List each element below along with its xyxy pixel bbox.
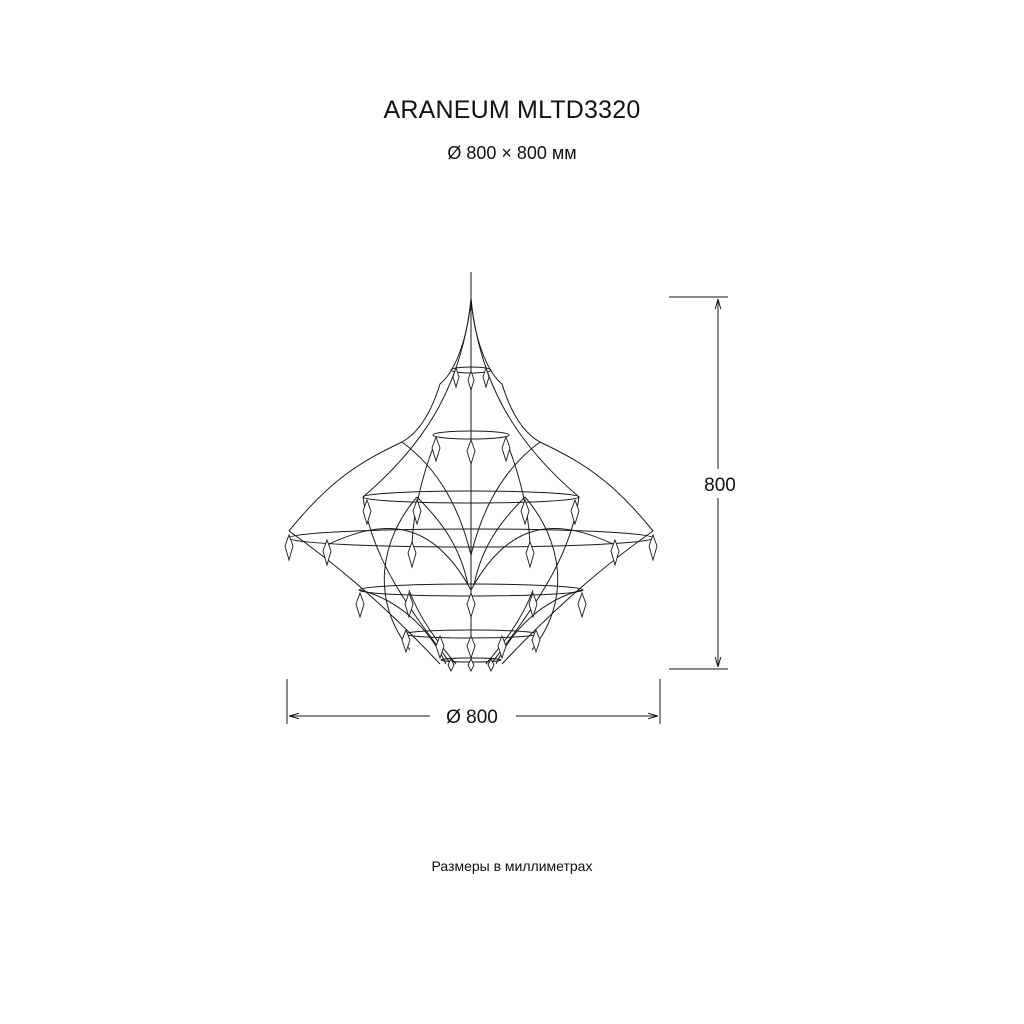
diameter-dimension: [286, 679, 661, 724]
height-dimension: [669, 296, 728, 670]
units-note: Размеры в миллиметрах: [431, 858, 593, 874]
diameter-dimension-label: Ø 800: [446, 707, 498, 728]
height-dimension-label: 800: [704, 475, 736, 496]
crystal-pendants: [284, 366, 658, 673]
product-title: ARANEUM MLTD3320: [383, 96, 641, 124]
product-size-subtitle: Ø 800 × 800 мм: [447, 143, 577, 163]
